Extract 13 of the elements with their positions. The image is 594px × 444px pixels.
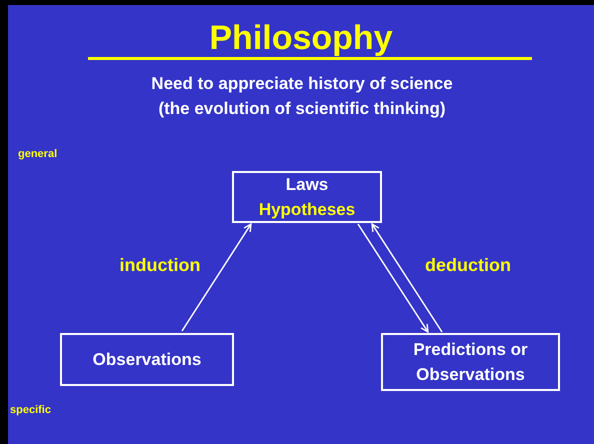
box-sublabel: Hypotheses [258,199,356,221]
arrow [357,224,429,333]
arrow [181,223,252,332]
box-label: Predictions or Observations [412,339,529,386]
arrow [371,223,443,332]
box-label: Observations [92,349,202,371]
reasoning-label: deduction [424,254,512,276]
box-label: Laws [284,174,330,196]
level-label: general [18,147,58,161]
subtitle: Need to appreciate history of science (the evolution of scientific thinking) [150,73,454,120]
slide-title: Philosophy [208,18,394,58]
reasoning-label: induction [118,254,202,276]
level-label: specific [10,403,51,417]
